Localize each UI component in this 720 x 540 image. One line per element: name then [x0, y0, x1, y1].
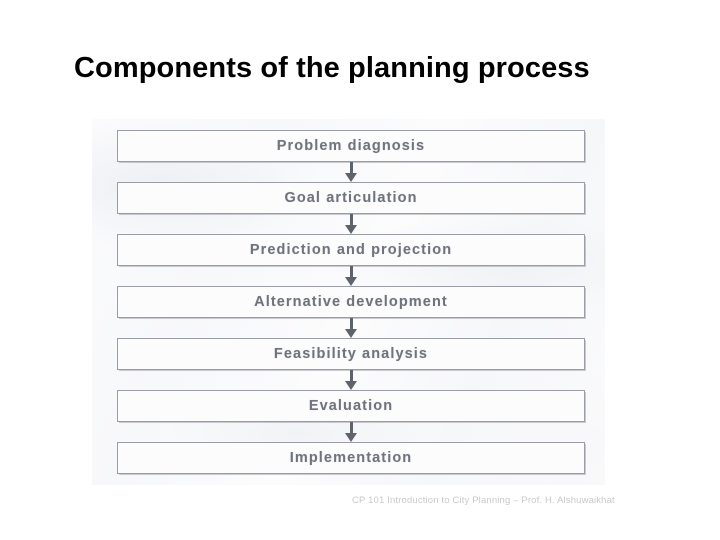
flowchart-step-stack: Problem diagnosis Goal articulation Pred…	[117, 130, 587, 474]
flow-step-label: Alternative development	[254, 294, 448, 310]
arrow-head	[345, 225, 357, 234]
flow-step-label: Prediction and projection	[249, 242, 453, 258]
flow-step-prediction-and-projection: Prediction and projection	[117, 234, 585, 266]
arrow-shaft	[349, 214, 353, 227]
arrow-head	[345, 381, 357, 390]
arrow-head	[345, 433, 357, 442]
arrow-head	[345, 329, 357, 338]
arrow-shaft	[349, 422, 353, 435]
arrow-shaft	[349, 318, 353, 331]
arrow-down-icon	[117, 318, 585, 338]
arrow-down-icon	[117, 422, 585, 442]
flow-step-alternative-development: Alternative development	[117, 286, 585, 318]
arrow-down-icon	[117, 162, 585, 182]
arrow-head	[345, 173, 357, 182]
arrow-shaft	[349, 266, 353, 279]
arrow-shaft	[349, 162, 353, 175]
flow-step-label: Problem diagnosis	[276, 138, 426, 154]
flow-step-label: Feasibility analysis	[273, 346, 429, 362]
arrow-head	[345, 277, 357, 286]
flow-step-goal-articulation: Goal articulation	[117, 182, 585, 214]
arrow-shaft	[349, 370, 353, 383]
flow-step-evaluation: Evaluation	[117, 390, 585, 422]
arrow-down-icon	[117, 214, 585, 234]
arrow-down-icon	[117, 266, 585, 286]
flow-step-implementation: Implementation	[117, 442, 585, 474]
flow-step-label: Goal articulation	[284, 190, 418, 206]
flow-step-label: Evaluation	[308, 398, 394, 414]
footer-credit: CP 101 Introduction to City Planning – P…	[352, 495, 615, 506]
planning-process-flowchart: Problem diagnosis Goal articulation Pred…	[92, 119, 605, 485]
flow-step-problem-diagnosis: Problem diagnosis	[117, 130, 585, 162]
page-title: Components of the planning process	[74, 52, 590, 84]
flow-step-feasibility-analysis: Feasibility analysis	[117, 338, 585, 370]
flow-step-label: Implementation	[289, 450, 413, 466]
arrow-down-icon	[117, 370, 585, 390]
